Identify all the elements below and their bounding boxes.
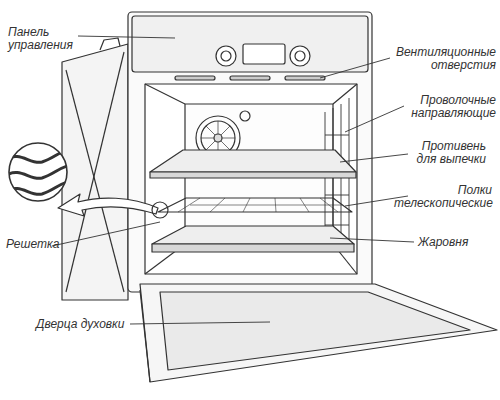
lamp [240,111,250,121]
roaster [152,226,354,244]
magnified-wire [5,148,75,162]
baking-tray [150,172,356,178]
magnified-wire [5,180,75,194]
cavity-edge [333,84,357,104]
part-label: Проволочные направляющие [390,94,496,120]
door-glass [160,292,470,370]
part-label: Вентиляционные отверстия [386,46,496,72]
leader-line [345,106,404,132]
oven-door [140,284,497,382]
fan-hub [214,134,222,142]
side-brace [66,70,124,292]
control-knob [295,51,305,61]
side-brace [66,52,124,292]
zoom-arrow [58,194,158,216]
leader-line [130,322,270,324]
vent-slot [230,76,270,80]
oven-front [128,12,372,292]
control-panel [132,16,368,72]
part-label: Полки телескопические [394,184,492,210]
roaster [152,244,354,252]
leader-line [52,222,160,246]
grid-rack [158,198,352,212]
magnified-wires [5,148,75,194]
mount-bracket [100,38,120,50]
display [243,44,285,64]
part-label: Панель управления [8,26,80,52]
baking-tray [150,150,356,172]
vent-slot [285,76,325,80]
part-label: Жаровня [418,236,488,249]
part-label: Противень для выпечки [408,140,486,166]
leader-line [330,238,414,242]
part-label: Дверца духовки [36,318,146,331]
oven-cavity [145,84,357,274]
control-knob [216,46,236,66]
leader-line [320,58,390,78]
part-label: Решетка [6,238,76,251]
zoom-spot [152,202,168,218]
leader-lines [52,36,414,324]
side-panel [62,44,128,300]
vent-slot [175,76,215,80]
control-knob [221,51,231,61]
leader-line [78,36,175,38]
leader-line [340,154,408,162]
door-hinge [140,290,150,382]
control-knob [290,46,310,66]
cavity-edge [145,84,185,104]
magnified-wire [5,164,75,178]
grid-rack [178,198,342,212]
